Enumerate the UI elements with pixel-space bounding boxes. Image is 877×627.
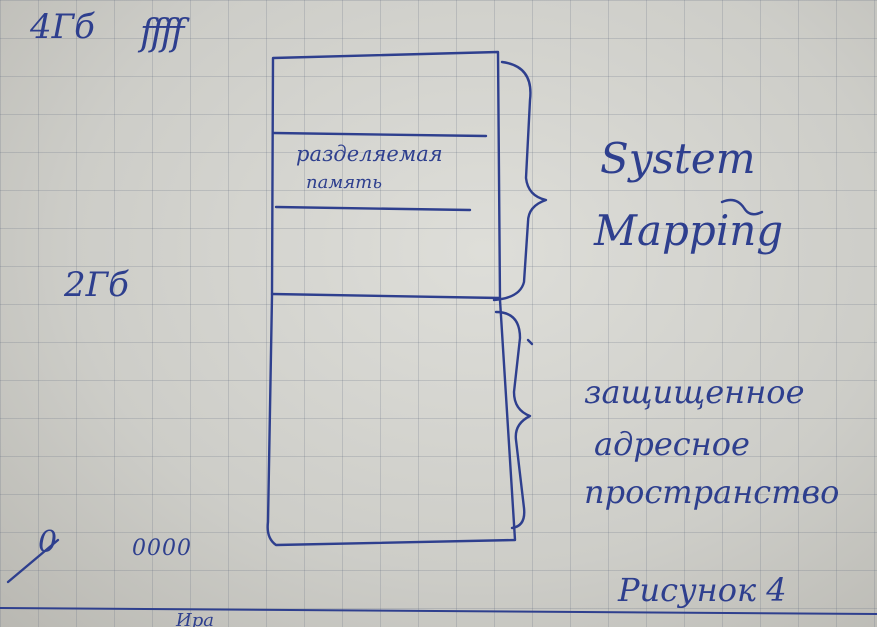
- label-address-0000: 0000: [132, 536, 192, 561]
- shared-memory-label-line1: разделяемая: [296, 142, 443, 166]
- protected-space-label-line1: защищенное: [584, 373, 805, 411]
- shared-memory-bottom-line: [274, 205, 472, 212]
- brace-tick: [526, 338, 534, 346]
- lower-brace: [494, 310, 532, 530]
- divider-2gb: [270, 292, 502, 300]
- label-4gb: 4Гб: [30, 7, 95, 47]
- upper-brace: [492, 60, 548, 302]
- label-zero: 0: [38, 525, 58, 560]
- shared-memory-top-line: [272, 131, 488, 138]
- system-mapping-label-line2: Mapping: [594, 206, 784, 255]
- label-address-ffff: ffff: [140, 13, 184, 54]
- protected-space-label-line2: адресное: [594, 425, 750, 463]
- protected-space-label-line3: пространство: [584, 473, 840, 511]
- shared-memory-label-line2: память: [306, 172, 383, 193]
- bottom-rule: [0, 607, 877, 615]
- system-mapping-label-line1: System: [600, 134, 756, 183]
- zero-slash: [6, 538, 60, 584]
- figure-caption: Рисунок 4: [618, 571, 787, 609]
- mapping-scribble: [720, 198, 764, 216]
- cut-off-text: Ира: [176, 610, 214, 627]
- label-2gb: 2Гб: [64, 265, 129, 305]
- memory-block-outline: [266, 50, 517, 547]
